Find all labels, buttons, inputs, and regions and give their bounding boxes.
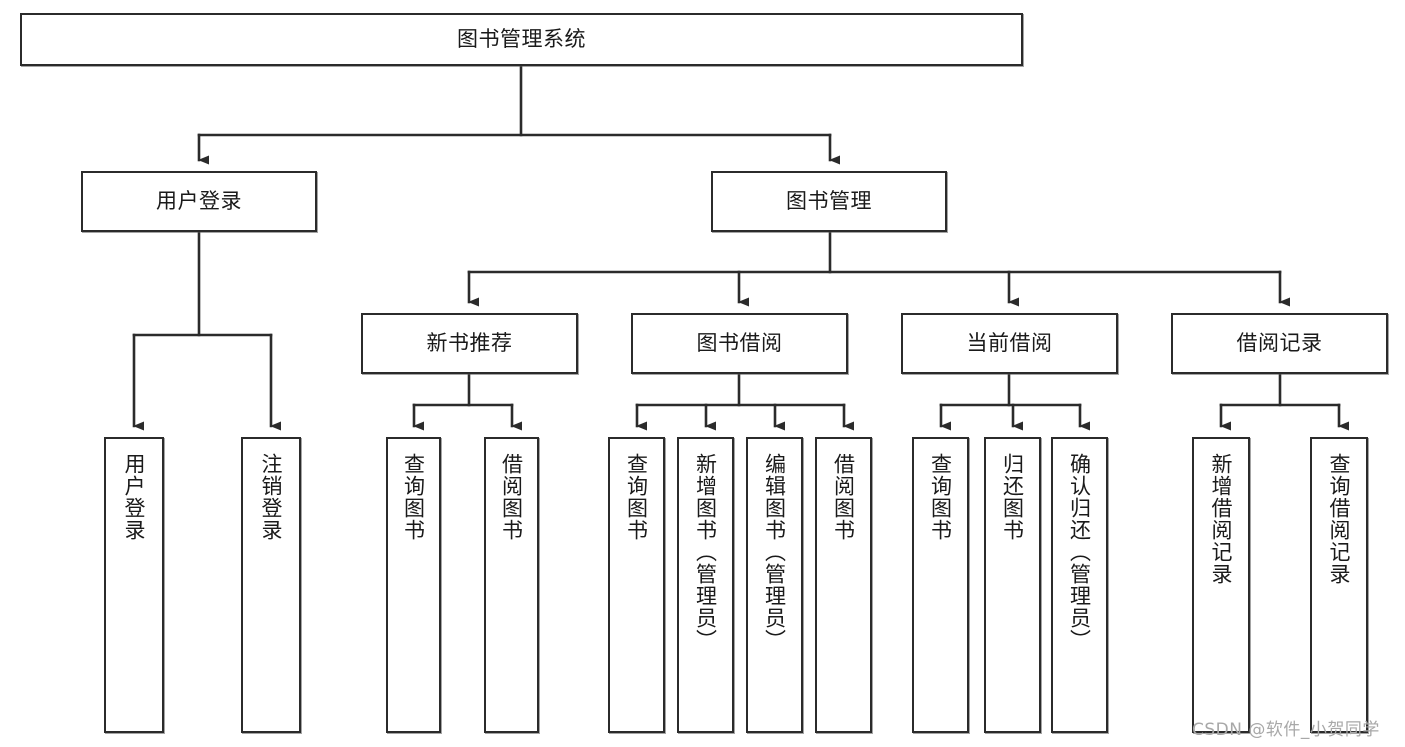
node-leaf-return-book[interactable]: 归还图书 <box>984 437 1041 733</box>
node-leaf-query-borrow-record-label: 查询借阅记录 <box>1327 453 1352 585</box>
node-leaf-query-book-borrow-label: 查询图书 <box>624 453 649 541</box>
node-borrow-records-label: 借阅记录 <box>1236 331 1323 356</box>
node-root[interactable]: 图书管理系统 <box>20 13 1023 66</box>
node-borrow-records[interactable]: 借阅记录 <box>1171 313 1388 374</box>
node-leaf-confirm-return-admin-label: 确认归还（管理员） <box>1067 453 1092 651</box>
node-leaf-add-book-admin[interactable]: 新增图书（管理员） <box>677 437 734 733</box>
node-leaf-return-book-label: 归还图书 <box>1000 453 1025 541</box>
node-leaf-query-book-borrow[interactable]: 查询图书 <box>608 437 665 733</box>
node-user-login[interactable]: 用户登录 <box>81 171 317 232</box>
node-book-management-label: 图书管理 <box>786 189 872 214</box>
node-root-label: 图书管理系统 <box>457 27 586 52</box>
node-leaf-add-book-admin-label: 新增图书（管理员） <box>693 453 718 651</box>
node-leaf-query-book-recommend[interactable]: 查询图书 <box>386 437 441 733</box>
node-leaf-user-login-label: 用户登录 <box>122 453 147 541</box>
node-leaf-user-login[interactable]: 用户登录 <box>104 437 164 733</box>
node-leaf-add-borrow-record-label: 新增借阅记录 <box>1209 453 1234 585</box>
node-leaf-query-borrow-record[interactable]: 查询借阅记录 <box>1310 437 1368 733</box>
node-leaf-query-book-current[interactable]: 查询图书 <box>912 437 969 733</box>
node-current-borrow-label: 当前借阅 <box>966 331 1053 356</box>
node-leaf-borrow-book-recommend-label: 借阅图书 <box>499 453 524 541</box>
node-leaf-edit-book-admin[interactable]: 编辑图书（管理员） <box>746 437 803 733</box>
node-current-borrow[interactable]: 当前借阅 <box>901 313 1118 374</box>
node-book-management[interactable]: 图书管理 <box>711 171 947 232</box>
node-leaf-logout-label: 注销登录 <box>259 453 284 541</box>
node-leaf-edit-book-admin-label: 编辑图书（管理员） <box>762 453 787 651</box>
node-book-borrow[interactable]: 图书借阅 <box>631 313 848 374</box>
node-leaf-borrow-book-recommend[interactable]: 借阅图书 <box>484 437 539 733</box>
node-leaf-logout[interactable]: 注销登录 <box>241 437 301 733</box>
node-leaf-borrow-book-label: 借阅图书 <box>831 453 856 541</box>
node-new-book-recommend-label: 新书推荐 <box>426 331 513 356</box>
node-leaf-borrow-book[interactable]: 借阅图书 <box>815 437 872 733</box>
csdn-watermark: CSDN @软件_小贺同学 <box>1192 720 1380 740</box>
node-leaf-add-borrow-record[interactable]: 新增借阅记录 <box>1192 437 1250 733</box>
node-new-book-recommend[interactable]: 新书推荐 <box>361 313 578 374</box>
node-leaf-confirm-return-admin[interactable]: 确认归还（管理员） <box>1051 437 1108 733</box>
node-leaf-query-book-current-label: 查询图书 <box>928 453 953 541</box>
node-book-borrow-label: 图书借阅 <box>696 331 783 356</box>
node-user-login-label: 用户登录 <box>156 189 242 214</box>
node-leaf-query-book-recommend-label: 查询图书 <box>401 453 426 541</box>
